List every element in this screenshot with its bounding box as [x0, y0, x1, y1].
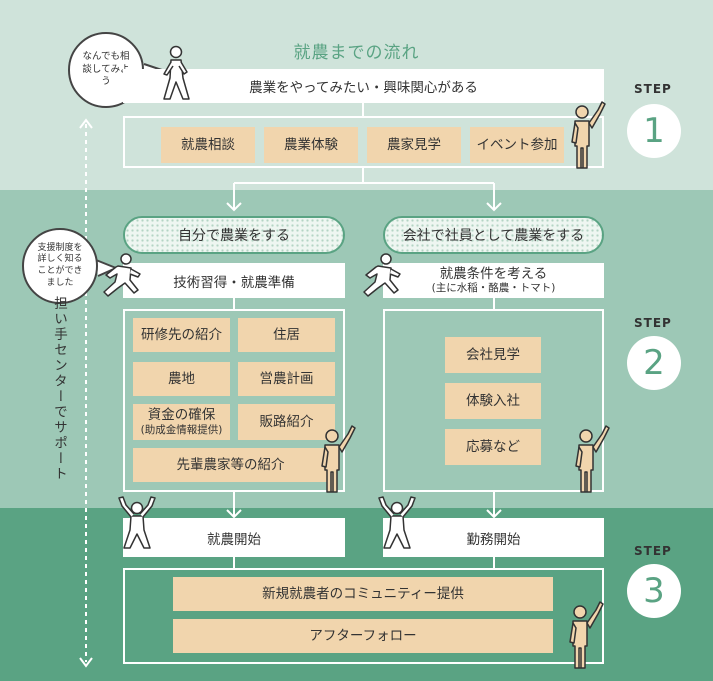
- interest-box: 農業をやってみたい・興味関心がある: [123, 69, 604, 103]
- step-number-2: 2: [627, 336, 681, 390]
- left-header: 技術習得・就農準備: [123, 263, 345, 298]
- right-header: 就農条件を考える (主に水稲・酪農・トマト): [383, 263, 604, 298]
- step-label-3: STEP: [634, 544, 672, 558]
- item-housing: 住居: [238, 318, 335, 352]
- left-frame: [123, 309, 345, 492]
- waving-person-icon-4: [569, 601, 604, 669]
- waving-person-icon-1: [571, 101, 606, 169]
- step-number-1: 1: [627, 104, 681, 158]
- step1-frame: [123, 116, 604, 168]
- pill-self-farming: 自分で農業をする: [123, 216, 345, 254]
- item-application: 応募など: [445, 429, 541, 465]
- step-label-1: STEP: [634, 82, 672, 96]
- cheering-person-icon-2: [378, 496, 416, 549]
- item-company-visit: 会社見学: [445, 337, 541, 373]
- waving-person-icon-2: [321, 425, 356, 493]
- item-senior-farmers: 先輩農家等の紹介: [133, 448, 328, 482]
- item-event: イベント参加: [470, 127, 564, 163]
- item-community: 新規就農者のコミュニティー提供: [173, 577, 553, 611]
- item-sales-channel: 販路紹介: [238, 404, 335, 440]
- item-farm-visit: 農家見学: [367, 127, 461, 163]
- pill-company-employee: 会社で社員として農業をする: [383, 216, 604, 254]
- item-farmland: 農地: [133, 362, 230, 396]
- item-funding: 資金の確保 (助成金情報提供): [133, 404, 230, 440]
- cheering-person-icon-1: [118, 496, 156, 549]
- step3-frame: [123, 568, 604, 664]
- support-label: 担い手センターでサポート: [51, 296, 67, 482]
- running-person-icon-2: [363, 253, 401, 297]
- item-consultation: 就農相談: [161, 127, 255, 163]
- item-experience: 農業体験: [264, 127, 358, 163]
- support-arrow: [79, 118, 93, 668]
- page-title: 就農までの流れ: [293, 43, 420, 63]
- item-trial-employment: 体験入社: [445, 383, 541, 419]
- walking-person-icon: [163, 45, 190, 100]
- farming-start-box: 就農開始: [123, 518, 345, 557]
- speech-bubble-support: 支援制度を詳しく知ることができました: [22, 228, 98, 304]
- work-start-box: 勤務開始: [383, 518, 604, 557]
- right-frame: [383, 309, 604, 492]
- running-person-icon-1: [103, 253, 141, 297]
- item-farm-plan: 営農計画: [238, 362, 335, 396]
- waving-person-icon-3: [575, 425, 610, 493]
- item-training-intro: 研修先の紹介: [133, 318, 230, 352]
- step-label-2: STEP: [634, 316, 672, 330]
- step-number-3: 3: [627, 564, 681, 618]
- item-after-follow: アフターフォロー: [173, 619, 553, 653]
